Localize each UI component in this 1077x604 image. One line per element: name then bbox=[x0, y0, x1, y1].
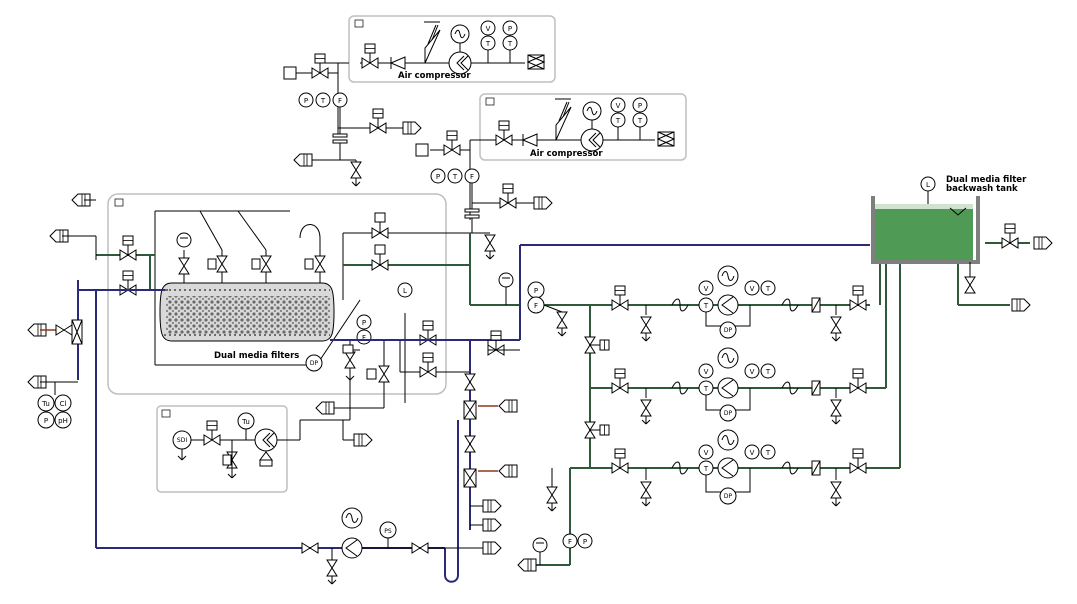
pressure-switch: PS bbox=[379, 521, 397, 539]
inlet-sampling bbox=[27, 193, 97, 389]
svg-text:T: T bbox=[637, 117, 643, 125]
svg-text:T: T bbox=[320, 97, 326, 105]
air-compressor-2-frame bbox=[479, 93, 687, 161]
silencer-icon-2 bbox=[555, 98, 572, 141]
svg-text:V: V bbox=[704, 449, 709, 457]
dual-media-filters-label: Dual media filters bbox=[214, 351, 299, 361]
feed-pipes bbox=[77, 244, 870, 583]
svg-text:P: P bbox=[436, 173, 440, 181]
ac1-instruments: V T P T bbox=[480, 20, 518, 51]
svg-text:DP: DP bbox=[724, 493, 733, 500]
svg-text:L: L bbox=[403, 287, 407, 295]
svg-text:L: L bbox=[926, 181, 930, 189]
svg-text:T: T bbox=[765, 285, 771, 293]
svg-text:F: F bbox=[534, 302, 538, 310]
svg-text:DP: DP bbox=[724, 410, 733, 417]
svg-text:P: P bbox=[362, 319, 366, 327]
svg-text:T: T bbox=[703, 465, 709, 473]
backwash-tank-label-1: Dual media filter bbox=[946, 175, 1027, 185]
pump-train-1 bbox=[611, 265, 867, 342]
svg-text:T: T bbox=[485, 40, 491, 48]
ac1-ptf-tags: P T F bbox=[304, 97, 342, 105]
svg-text:SDI: SDI bbox=[177, 437, 187, 444]
sdi-skid bbox=[177, 408, 373, 479]
svg-text:Tu: Tu bbox=[241, 418, 250, 426]
air-compressor-1-label: Air compressor bbox=[398, 71, 471, 81]
svg-text:P: P bbox=[638, 102, 642, 110]
svg-text:F: F bbox=[362, 334, 366, 342]
svg-text:T: T bbox=[765, 368, 771, 376]
svg-text:P: P bbox=[44, 417, 48, 425]
pump-train-2 bbox=[611, 347, 867, 425]
svg-text:T: T bbox=[507, 40, 513, 48]
svg-text:V: V bbox=[616, 102, 621, 110]
sdi-frame bbox=[156, 405, 288, 493]
ac1-left-branch bbox=[283, 53, 422, 187]
silencer-icon bbox=[424, 21, 441, 64]
svg-text:F: F bbox=[568, 538, 572, 546]
svg-text:V: V bbox=[750, 368, 755, 376]
filter-top-valves bbox=[119, 235, 389, 296]
backwash-pump bbox=[301, 507, 502, 585]
tank-level-instrument: L bbox=[920, 176, 936, 192]
pump-train-tags: V T V T DP V T V T DP V T V T DP bbox=[698, 280, 776, 505]
sdi-instruments: SDI Tu bbox=[172, 412, 255, 450]
svg-text:Cl: Cl bbox=[60, 400, 67, 408]
cartridge-filters bbox=[463, 272, 520, 532]
svg-text:T: T bbox=[452, 173, 458, 181]
filter-tags: L P F DP bbox=[305, 287, 407, 372]
svg-text:PS: PS bbox=[384, 528, 392, 535]
svg-text:P: P bbox=[583, 538, 587, 546]
dual-media-filters-frame bbox=[107, 193, 447, 395]
svg-text:F: F bbox=[470, 173, 474, 181]
water-quality-instruments: Tu Cl P pH bbox=[37, 382, 72, 429]
svg-text:T: T bbox=[765, 449, 771, 457]
motor-icon-ac2 bbox=[582, 101, 602, 129]
header-valves bbox=[517, 304, 610, 572]
svg-text:pH: pH bbox=[58, 417, 68, 425]
svg-text:P: P bbox=[304, 97, 308, 105]
air-compressor-2 bbox=[415, 98, 676, 260]
svg-text:V: V bbox=[486, 25, 491, 33]
bottom-fp-tags: F P bbox=[562, 533, 593, 549]
svg-text:P: P bbox=[534, 287, 538, 295]
tank-outlets bbox=[964, 223, 1053, 312]
backwash-tank-label-2: backwash tank bbox=[946, 184, 1018, 194]
svg-text:DP: DP bbox=[724, 327, 733, 334]
svg-text:T: T bbox=[615, 117, 621, 125]
svg-text:Tu: Tu bbox=[41, 400, 50, 408]
dual-media-filter-vessel bbox=[159, 282, 335, 342]
main-pf-tags: P F bbox=[527, 281, 545, 314]
backwash-tank bbox=[871, 190, 980, 264]
svg-text:V: V bbox=[750, 449, 755, 457]
svg-text:V: V bbox=[750, 285, 755, 293]
svg-text:P: P bbox=[508, 25, 512, 33]
air-compressor-1-frame bbox=[348, 15, 556, 83]
svg-text:DP: DP bbox=[310, 360, 319, 367]
svg-text:V: V bbox=[704, 368, 709, 376]
svg-text:F: F bbox=[338, 97, 342, 105]
svg-text:T: T bbox=[703, 302, 709, 310]
air-compressor-2-label: Air compressor bbox=[530, 149, 603, 159]
svg-text:T: T bbox=[703, 385, 709, 393]
svg-text:V: V bbox=[704, 285, 709, 293]
motor-icon-ac1 bbox=[450, 24, 470, 52]
ac2-instruments: V T P T P T F bbox=[436, 97, 648, 181]
